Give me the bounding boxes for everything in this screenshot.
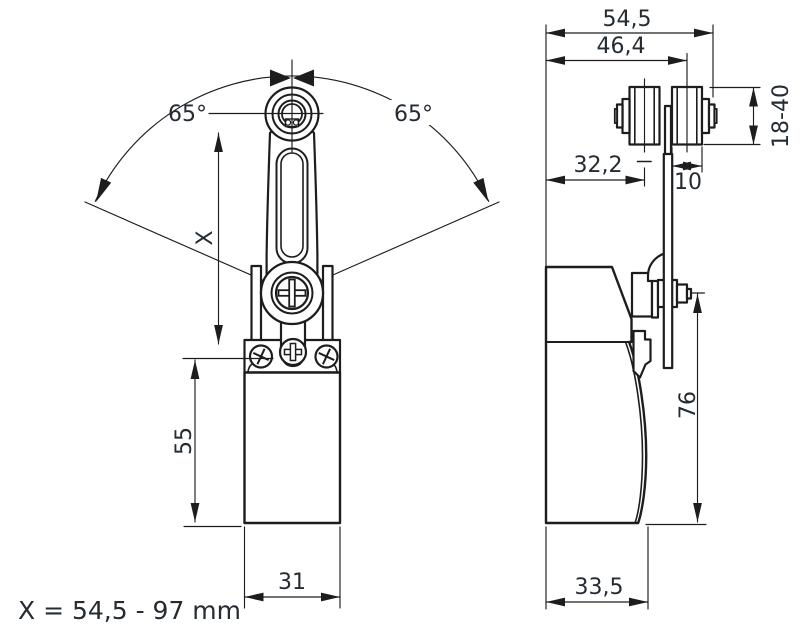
label-backing [390, 100, 436, 125]
side-view: 54,5 46,4 32,2 10 [544, 7, 794, 610]
dim-label-overall-width: 54,5 [603, 7, 652, 32]
roller-left-cap3 [613, 108, 618, 124]
dim-inner-roller-center: 32,2 [545, 153, 646, 185]
lever-pivot [259, 260, 325, 326]
dim-body-depth: 33,5 [545, 526, 649, 610]
lever-strip-upper [663, 104, 673, 157]
clevis-plate-left [250, 264, 263, 344]
apex-arrow-right [293, 69, 314, 87]
dim-label-body-height: 55 [172, 427, 197, 455]
shaft-nut [675, 283, 689, 304]
dim-roller-width: 10 [671, 146, 703, 195]
dim-height-below-shaft: 76 [645, 292, 707, 526]
mounting-screw-left [248, 344, 274, 369]
clevis-plate-right [321, 264, 334, 344]
front-view: 65° 65° X 55 31 [84, 59, 500, 609]
dim-label-body-width: 31 [278, 570, 306, 595]
housing-front [243, 371, 342, 525]
dim-label-angle-right: 65° [394, 102, 433, 127]
dim-overall-width: 54,5 [545, 7, 714, 38]
lever-slot-outer [275, 147, 309, 265]
dim-label-angle-left: 65° [168, 102, 207, 127]
dim-outer-roller-center: 46,4 [545, 34, 688, 65]
dim-label-lever-length: X [193, 230, 218, 245]
shaft-tip [685, 287, 693, 300]
dim-roller-diameter: 18-40 [703, 84, 794, 148]
dim-body-width: 31 [243, 526, 341, 609]
dim-label-inner-roller-center: 32,2 [574, 153, 623, 178]
lever-slot-inner [280, 152, 304, 258]
latch-detail [632, 329, 652, 379]
arc-arrow-left [90, 177, 112, 205]
dim-body-height: 55 [172, 359, 242, 528]
apex-arrow-left [270, 69, 291, 87]
lever-length-range-note: X = 54,5 - 97 mm [18, 596, 241, 625]
arc-arrow-right [473, 177, 494, 205]
dim-label-roller-diameter: 18-40 [769, 84, 794, 148]
dim-label-body-depth: 33,5 [575, 575, 624, 600]
lever-strip-side [662, 152, 674, 370]
dim-label-outer-roller-center: 46,4 [597, 34, 646, 59]
pivot-screw-cross-v [288, 278, 296, 308]
dim-label-roller-width: 10 [674, 170, 702, 195]
dim-lever-length: X [193, 132, 223, 345]
clamp-screw [278, 337, 308, 367]
roller-right-cap3 [713, 108, 718, 124]
dim-label-height-below-shaft: 76 [676, 391, 701, 419]
mounting-screw-right [314, 344, 339, 369]
